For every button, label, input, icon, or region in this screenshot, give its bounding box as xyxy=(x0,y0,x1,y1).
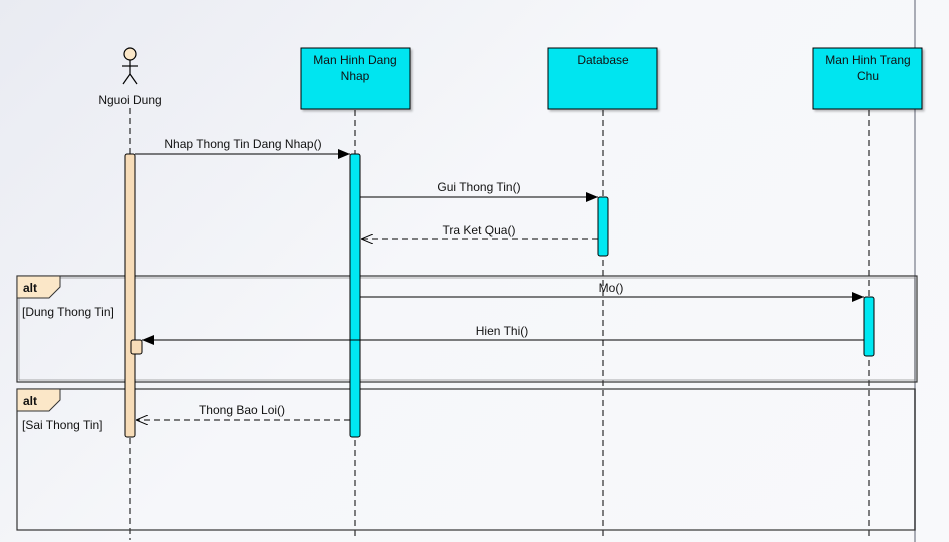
message-label: Mo() xyxy=(599,281,624,295)
activation-bar-database[interactable] xyxy=(597,196,609,257)
message-nhap-thong-tin-dang-nhap[interactable]: Nhap Thong Tin Dang Nhap() xyxy=(135,137,350,159)
lifeline-box-man-hinh-dang-nhap[interactable]: Man Hinh Dang Nhap xyxy=(300,47,411,110)
lifeline-name-line1: Man Hinh Dang xyxy=(313,53,396,67)
fragment-operator-tab xyxy=(16,275,61,299)
fragment-guard: [Dung Thong Tin] xyxy=(22,305,114,319)
message-label: Hien Thi() xyxy=(476,324,528,338)
lifeline-name-line2: Nhap xyxy=(341,69,370,83)
activation-bar-man-hinh-dang-nhap[interactable] xyxy=(349,153,361,438)
fragment-guard: [Sai Thong Tin] xyxy=(22,418,103,432)
message-label: Gui Thong Tin() xyxy=(437,180,520,194)
message-tra-ket-qua[interactable]: Tra Ket Qua() xyxy=(361,223,598,239)
fragment-alt-dung: alt [Dung Thong Tin] xyxy=(16,275,918,383)
fragment-operator: alt xyxy=(23,394,37,408)
fragment-operator: alt xyxy=(23,281,37,295)
message-label: Tra Ket Qua() xyxy=(443,223,516,237)
activation-bar-nguoi-dung[interactable] xyxy=(124,153,136,438)
activation-bar-nested-nguoi-dung[interactable] xyxy=(130,339,143,355)
message-mo[interactable]: Mo() xyxy=(360,281,864,302)
message-label: Nhap Thong Tin Dang Nhap() xyxy=(164,137,321,151)
actor-stick-figure-icon[interactable] xyxy=(122,47,138,85)
lifeline-box-database[interactable]: Database xyxy=(547,47,658,110)
fragment-alt-sai: alt [Sai Thong Tin] xyxy=(16,388,916,531)
message-hien-thi[interactable]: Hien Thi() xyxy=(142,324,864,345)
message-gui-thong-tin[interactable]: Gui Thong Tin() xyxy=(360,180,598,202)
lifeline-name-line1: Database xyxy=(577,53,629,67)
message-label: Thong Bao Loi() xyxy=(199,403,285,417)
fragment-operator-tab xyxy=(16,388,61,412)
lifeline-box-man-hinh-trang-chu[interactable]: Man Hinh Trang Chu xyxy=(812,47,923,110)
lifeline-name-line1: Man Hinh Trang xyxy=(825,53,910,67)
message-thong-bao-loi[interactable]: Thong Bao Loi() xyxy=(136,403,350,420)
activation-bar-man-hinh-trang-chu[interactable] xyxy=(863,296,875,357)
lifeline-name-line2: Chu xyxy=(857,69,879,83)
actor-name: Nguoi Dung xyxy=(98,93,161,107)
